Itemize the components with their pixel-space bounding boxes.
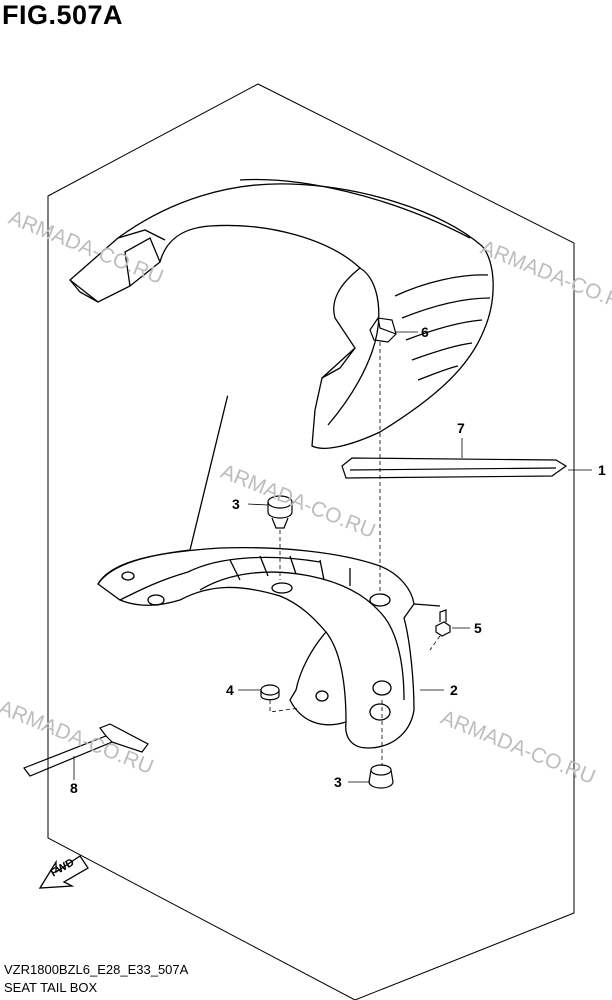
callout-3-upper: 3: [232, 496, 240, 512]
assembly-boundary: [47, 83, 575, 1000]
seat-tail-cover: [68, 178, 494, 449]
rubber-cushion-upper: [267, 495, 293, 529]
callout-1: 1: [598, 462, 606, 478]
callout-5: 5: [474, 620, 482, 636]
clip-nut: [369, 317, 397, 343]
bolt: [435, 609, 451, 637]
hex-key: [23, 723, 149, 777]
callout-4: 4: [226, 682, 234, 698]
callout-2: 2: [450, 682, 458, 698]
trim-strip: [341, 457, 568, 479]
rubber-cushion-lower: [368, 764, 394, 789]
callout-8: 8: [70, 780, 78, 796]
callout-3-lower: 3: [334, 774, 342, 790]
leader-lines: [73, 331, 592, 783]
callout-6: 6: [421, 324, 429, 340]
figure-title: FIG.507A: [2, 0, 124, 30]
fwd-arrow-icon: [38, 855, 89, 889]
tail-box-bracket: [97, 395, 441, 749]
model-code: VZR1800BZL6_E28_E33_507A: [4, 962, 189, 977]
figure-caption: SEAT TAIL BOX: [4, 980, 98, 995]
washer: [260, 684, 280, 701]
callout-7: 7: [457, 420, 465, 436]
